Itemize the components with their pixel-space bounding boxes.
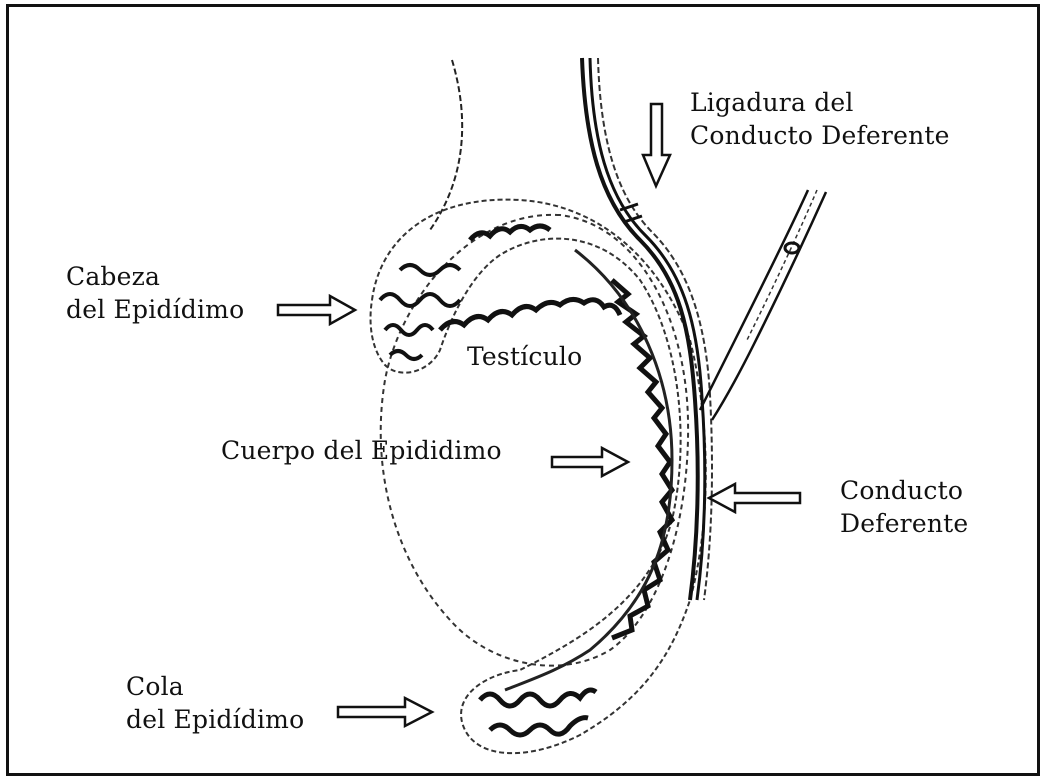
epididymis-inner-line bbox=[505, 250, 672, 690]
arrow-ligadura bbox=[643, 104, 670, 186]
label-cola: Cola del Epidídimo bbox=[126, 670, 304, 736]
label-ligadura-line2: Conducto Deferente bbox=[690, 119, 950, 152]
epididymis-envelope bbox=[371, 200, 706, 754]
label-cuerpo: Cuerpo del Epididimo bbox=[221, 434, 502, 467]
arrow-cola bbox=[338, 698, 432, 726]
label-cabeza-line1: Cabeza bbox=[66, 260, 244, 293]
cut-vas-deferens-tube bbox=[700, 190, 826, 420]
cut-vas-deferens-core bbox=[746, 190, 817, 342]
label-cola-line2: del Epidídimo bbox=[126, 703, 304, 736]
arrow-cuerpo bbox=[552, 448, 628, 476]
label-testiculo: Testículo bbox=[467, 340, 582, 373]
label-conducto-line2: Deferente bbox=[840, 507, 968, 540]
epididymis-tail-coils bbox=[480, 690, 596, 735]
label-conducto: Conducto Deferente bbox=[840, 474, 968, 540]
epididymis-head-coils bbox=[380, 265, 460, 359]
label-ligadura-line1: Ligadura del bbox=[690, 86, 950, 119]
epididymis-head-duct bbox=[440, 299, 620, 330]
arrow-conducto bbox=[709, 484, 800, 512]
label-cabeza-line2: del Epidídimo bbox=[66, 293, 244, 326]
epididymis-top-coils bbox=[470, 226, 550, 240]
label-conducto-line1: Conducto bbox=[840, 474, 968, 507]
label-cola-line1: Cola bbox=[126, 670, 304, 703]
cut-tube-clip bbox=[785, 243, 799, 253]
arrow-cabeza bbox=[278, 296, 355, 324]
spermatic-cord-left bbox=[430, 60, 462, 230]
label-cabeza: Cabeza del Epidídimo bbox=[66, 260, 244, 326]
label-ligadura: Ligadura del Conducto Deferente bbox=[690, 86, 950, 152]
